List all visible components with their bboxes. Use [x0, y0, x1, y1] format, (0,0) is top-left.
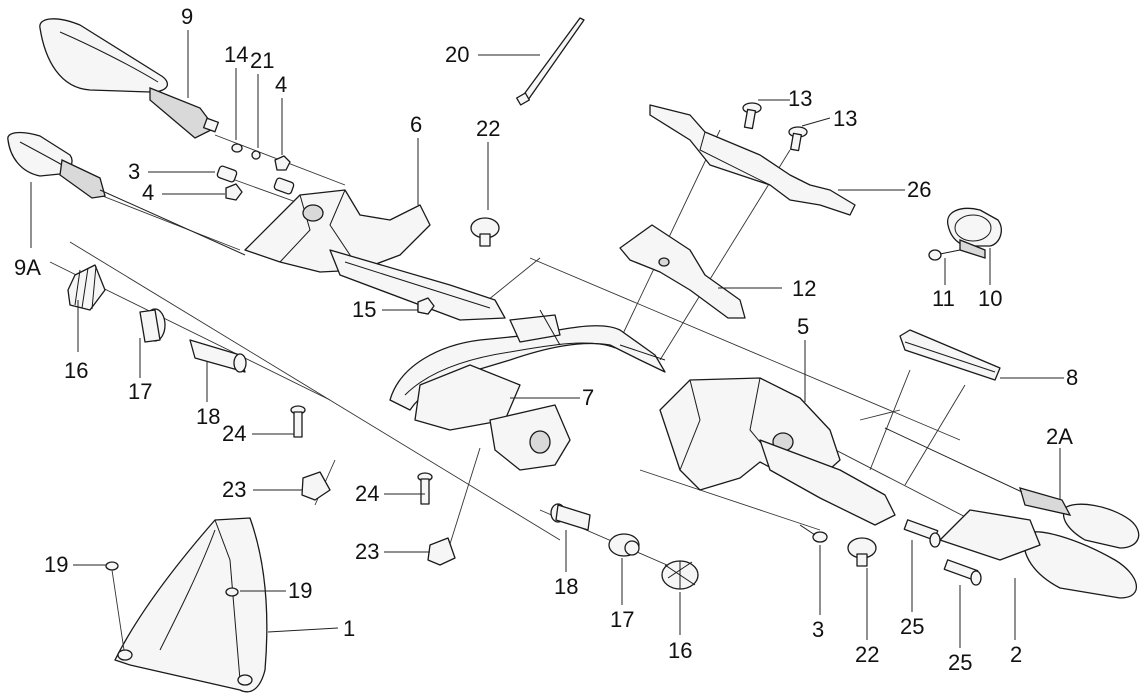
callout-2a: 2A	[1046, 424, 1073, 449]
callout-26: 26	[907, 177, 931, 202]
callout-19: 19	[44, 552, 68, 577]
clip-nuts-23	[301, 471, 456, 566]
subframe-7	[389, 309, 666, 471]
callout-2: 2	[1010, 642, 1022, 667]
bolts-24	[290, 405, 433, 505]
indicator-2	[939, 509, 1138, 599]
callout-8: 8	[1066, 365, 1078, 390]
bracket-5	[659, 377, 896, 526]
callout-15: 15	[352, 297, 376, 322]
plate-lamp-10	[947, 207, 1002, 259]
bracket-6	[244, 189, 506, 321]
bushing-17-right	[608, 533, 640, 557]
callout-9: 9	[181, 4, 193, 29]
callout-20: 20	[445, 42, 469, 67]
callout-3: 3	[128, 159, 140, 184]
callout-16: 16	[64, 358, 88, 383]
callout-1: 1	[343, 616, 355, 641]
bushing-17-left	[139, 308, 166, 343]
callout-6: 6	[410, 112, 422, 137]
screws-19	[105, 561, 239, 651]
callout-24: 24	[355, 481, 379, 506]
plate-bracket-26	[649, 104, 856, 216]
grommet-22-lower	[847, 537, 877, 567]
callout-23: 23	[355, 539, 379, 564]
callout-16: 16	[668, 638, 692, 663]
callout-23: 23	[222, 477, 246, 502]
callout-24: 24	[222, 421, 246, 446]
callout-22: 22	[476, 116, 500, 141]
callout-14: 14	[224, 42, 248, 67]
callout-4: 4	[275, 72, 287, 97]
callout-9a: 9A	[14, 255, 41, 280]
indicator-9a	[7, 131, 246, 256]
indicator-9	[39, 18, 219, 139]
callout-13: 13	[833, 106, 857, 131]
bolts-25	[903, 519, 982, 586]
cable-tie-20	[516, 17, 585, 106]
spacer-18-left	[189, 339, 247, 373]
callout-13: 13	[788, 86, 812, 111]
callout-18: 18	[554, 574, 578, 599]
gear-16-left	[67, 264, 106, 311]
grommet-22-upper	[470, 217, 500, 247]
callout-18: 18	[196, 404, 220, 429]
indicator-2a	[884, 427, 1140, 549]
screw-11	[928, 249, 961, 261]
callout-leader-lines	[30, 30, 1064, 648]
callout-17: 17	[610, 607, 634, 632]
callout-25: 25	[900, 614, 924, 639]
callout-10: 10	[978, 286, 1002, 311]
callout-12: 12	[792, 276, 816, 301]
callout-25: 25	[948, 650, 972, 675]
spacer-18-right	[550, 503, 591, 531]
plate-light-bracket-12	[619, 224, 746, 319]
reflector-8	[899, 329, 1001, 381]
rear-hugger-1	[114, 517, 268, 693]
callout-4: 4	[142, 180, 154, 205]
callout-5: 5	[797, 314, 809, 339]
callout-19: 19	[288, 578, 312, 603]
callout-21: 21	[250, 48, 274, 73]
callout-17: 17	[128, 379, 152, 404]
callout-22: 22	[855, 642, 879, 667]
gear-16-right	[661, 560, 699, 590]
callout-7: 7	[582, 385, 594, 410]
callout-3: 3	[812, 617, 824, 642]
bolt-3-right	[799, 524, 828, 543]
screws-13	[742, 102, 808, 152]
callout-numbers: 9 14 21 4 20 13 13 6 22 3 4 26 9A 12 11 …	[14, 4, 1078, 675]
callout-11: 11	[932, 286, 955, 311]
